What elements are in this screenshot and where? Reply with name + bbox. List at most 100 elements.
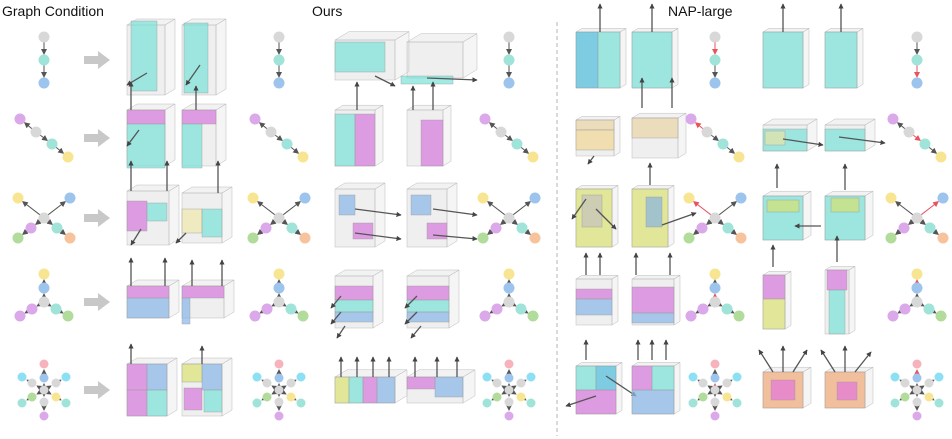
articulation-graph-chain3 <box>273 31 285 89</box>
graph-node <box>14 310 26 322</box>
object-part <box>334 299 374 313</box>
graph-node <box>697 303 709 315</box>
graph-node <box>492 378 502 388</box>
object-part <box>181 208 203 234</box>
articulated-object <box>762 190 812 241</box>
joint-axis-arrow <box>426 77 478 83</box>
graph-node <box>262 392 272 402</box>
graph-edge <box>928 146 938 154</box>
object-part <box>645 196 663 228</box>
graph-edge <box>512 201 532 216</box>
graph-node <box>709 282 721 294</box>
object-part <box>126 297 170 319</box>
articulation-graph-star8 <box>17 359 71 421</box>
articulation-graph-star4 <box>477 192 541 244</box>
graph-node <box>911 296 923 308</box>
articulated-object <box>334 369 408 404</box>
articulated-object <box>762 366 812 409</box>
articulated-object <box>181 357 233 417</box>
graph-node <box>709 77 721 89</box>
object-part <box>575 365 597 391</box>
box-side <box>667 184 675 248</box>
box-side <box>215 103 227 167</box>
object-part <box>406 311 450 323</box>
graph-node <box>529 232 541 244</box>
joint-axis-arrow <box>374 75 396 87</box>
articulated-object <box>631 112 687 159</box>
joint-axis-arrow <box>432 208 478 217</box>
joint-axis-arrow <box>126 129 140 147</box>
graph-node <box>39 373 49 383</box>
graph-node <box>62 151 74 163</box>
graph-node <box>503 296 515 308</box>
condition-arrow <box>84 51 110 69</box>
graph-node <box>286 222 298 234</box>
graph-node <box>247 232 259 244</box>
graph-node <box>286 378 296 388</box>
graph-edge <box>36 388 44 395</box>
graph-node <box>51 392 61 402</box>
graph-node <box>912 397 922 407</box>
graph-edge <box>36 385 44 392</box>
object-part <box>376 376 396 404</box>
graph-node <box>261 303 273 315</box>
box-side <box>677 112 687 159</box>
joint-axis-arrow <box>185 64 201 86</box>
graph-node <box>511 138 523 150</box>
joint-axis-arrow <box>336 325 346 339</box>
object-part <box>400 75 454 85</box>
graph-node <box>722 392 732 402</box>
graph-edge <box>59 228 67 235</box>
graph-edge <box>894 201 914 216</box>
graph-edge <box>279 385 287 392</box>
graph-node <box>30 126 42 138</box>
object-part <box>770 379 796 401</box>
header-graph-condition: Graph Condition <box>2 3 104 19</box>
graph-node <box>683 192 695 204</box>
box-top <box>631 28 679 33</box>
object-part <box>651 365 675 391</box>
articulated-object <box>824 27 864 89</box>
graph-node <box>912 359 922 369</box>
graph-node <box>935 151 947 163</box>
graph-node <box>273 296 285 308</box>
graph-node <box>890 372 900 382</box>
graph-edge <box>256 228 264 235</box>
box-top <box>575 185 619 190</box>
articulated-object <box>126 184 180 246</box>
articulated-object <box>631 184 675 248</box>
object-part <box>181 285 225 299</box>
graph-node <box>273 212 285 224</box>
graph-edge <box>715 388 723 395</box>
articulation-graph-star8 <box>890 359 944 421</box>
graph-edge <box>46 218 54 225</box>
box-side <box>166 357 178 417</box>
graph-node <box>710 397 720 407</box>
graph-node <box>27 378 37 388</box>
graph-node <box>710 385 720 395</box>
articulated-object <box>181 18 227 96</box>
graph-edge <box>294 228 302 235</box>
graph-node <box>911 31 923 43</box>
graph-node <box>274 385 284 395</box>
graph-node <box>709 212 721 224</box>
box-side <box>673 361 681 415</box>
graph-node <box>46 138 58 150</box>
graph-node <box>260 222 272 234</box>
graph-node <box>281 138 293 150</box>
graph-node <box>249 113 261 125</box>
header-ours: Ours <box>312 3 343 19</box>
articulation-graph-chain3 <box>503 31 515 89</box>
articulation-graph-tri-star <box>14 268 74 322</box>
object-part <box>181 297 191 325</box>
graph-edge <box>919 218 927 225</box>
graph-node <box>504 359 514 369</box>
graph-node <box>38 212 50 224</box>
articulation-graph-star8 <box>252 359 306 421</box>
graph-node <box>515 303 527 315</box>
condition-arrow <box>84 209 110 227</box>
object-part <box>631 117 679 139</box>
articulation-graph-chain3 <box>709 31 721 89</box>
graph-node <box>937 232 949 244</box>
graph-node <box>732 398 742 408</box>
